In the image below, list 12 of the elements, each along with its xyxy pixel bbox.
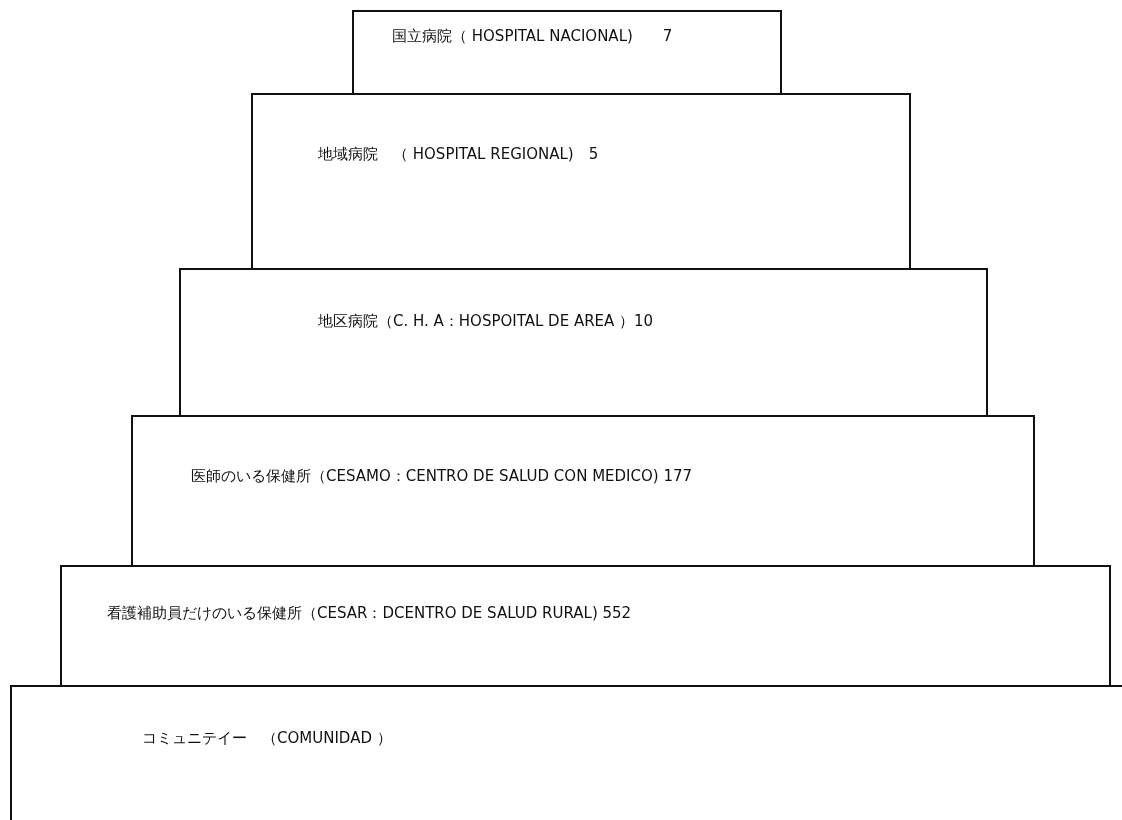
level-label: コミュニテイー （COMUNIDAD ） [142,729,392,748]
level-label: 地区病院（C. H. A：HOSPOITAL DE AREA ）10 [318,312,654,331]
level-box [60,565,1111,687]
level-label: 医師のいる保健所（CESAMO：CENTRO DE SALUD CON MEDICO) 177 [191,467,693,486]
level-box [251,93,911,270]
level-box [352,10,782,95]
level-label: 看護補助員だけのいる保健所（CESAR：DCENTRO DE SALUD RURAL) 552 [107,604,632,623]
level-label: 地域病院 （ HOSPITAL REGIONAL) 5 [318,145,599,164]
level-box [10,685,1122,820]
level-box [179,268,988,417]
level-label: 国立病院（ HOSPITAL NACIONAL) 7 [392,27,673,46]
level-box [131,415,1035,567]
